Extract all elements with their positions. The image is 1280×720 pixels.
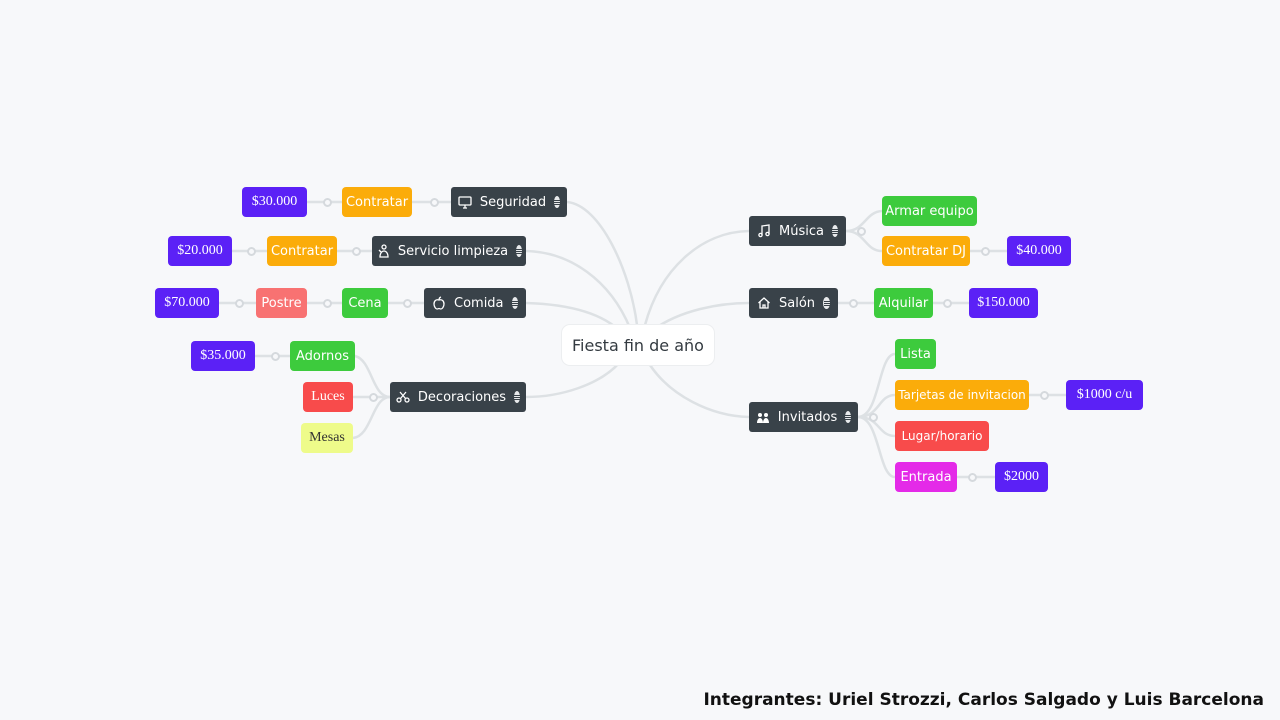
topic-label: Decoraciones [417, 389, 507, 405]
root-topic-label: Fiesta fin de año [572, 335, 704, 355]
subtopic-label: Lista [900, 346, 931, 362]
subtopic-label: Lugar/horario [901, 429, 983, 443]
connector-dot[interactable] [369, 393, 378, 402]
subtopic-price[interactable]: $30.000 [242, 187, 307, 217]
subtopic-label: Adornos [296, 348, 349, 364]
topic-musica[interactable]: Música [749, 216, 846, 246]
subtopic-label: Mesas [309, 430, 345, 445]
subtopic-label: Tarjetas de invitacion [898, 388, 1026, 402]
topic-salon[interactable]: Salón [749, 288, 838, 318]
note-icon[interactable] [845, 411, 852, 423]
subtopic-tarjetas[interactable]: Tarjetas de invitacion [895, 380, 1029, 410]
connector-dot[interactable] [235, 299, 244, 308]
topic-label: Servicio limpieza [397, 243, 509, 259]
home-icon [757, 296, 771, 310]
scissors-icon [396, 390, 410, 404]
connector-dot[interactable] [323, 299, 332, 308]
connector-dot[interactable] [323, 198, 332, 207]
subtopic-entrada[interactable]: Entrada [895, 462, 957, 492]
subtopic-label: $35.000 [200, 348, 246, 363]
subtopic-label: $20.000 [177, 243, 223, 258]
note-icon[interactable] [516, 245, 523, 257]
subtopic-label: Armar equipo [885, 203, 974, 219]
subtopic-price[interactable]: $40.000 [1007, 236, 1071, 266]
subtopic-label: Entrada [900, 469, 952, 485]
subtopic-lista[interactable]: Lista [895, 339, 936, 369]
subtopic-label: Luces [311, 389, 345, 404]
note-icon[interactable] [554, 196, 561, 208]
subtopic-label: Contratar [345, 194, 409, 210]
subtopic-luces[interactable]: Luces [303, 382, 353, 412]
subtopic-adornos[interactable]: Adornos [290, 341, 355, 371]
subtopic-mesas[interactable]: Mesas [301, 423, 353, 453]
subtopic-price[interactable]: $2000 [995, 462, 1048, 492]
note-icon[interactable] [514, 391, 521, 403]
subtopic-alquilar[interactable]: Alquilar [874, 288, 933, 318]
topic-invitados[interactable]: Invitados [749, 402, 858, 432]
subtopic-postre[interactable]: Postre [256, 288, 307, 318]
connector-dot[interactable] [403, 299, 412, 308]
people-icon [756, 410, 770, 424]
connector-dot[interactable] [430, 198, 439, 207]
connector-dot[interactable] [352, 247, 361, 256]
connector-dot[interactable] [943, 299, 952, 308]
subtopic-armar-equipo[interactable]: Armar equipo [882, 196, 977, 226]
subtopic-price[interactable]: $1000 c/u [1066, 380, 1143, 410]
subtopic-label: $150.000 [977, 295, 1030, 310]
subtopic-label: $30.000 [251, 194, 298, 209]
connector-dot[interactable] [869, 413, 878, 422]
link-root-seguridad [565, 200, 639, 327]
subtopic-contratar[interactable]: Contratar [342, 187, 412, 217]
connector-dot[interactable] [968, 473, 977, 482]
connector-dot[interactable] [1040, 391, 1049, 400]
root-topic[interactable]: Fiesta fin de año [562, 325, 714, 365]
subtopic-contratar-dj[interactable]: Contratar DJ [882, 236, 970, 266]
subtopic-price[interactable]: $35.000 [191, 341, 255, 371]
subtopic-cena[interactable]: Cena [342, 288, 388, 318]
connector-dot[interactable] [247, 247, 256, 256]
connector-dot[interactable] [271, 352, 280, 361]
apple-icon [432, 296, 446, 310]
topic-decoraciones[interactable]: Decoraciones [390, 382, 526, 412]
subtopic-label: $40.000 [1016, 243, 1062, 258]
topic-label: Seguridad [479, 194, 547, 210]
subtopic-label: $2000 [1004, 469, 1039, 484]
subtopic-label: Postre [261, 295, 302, 311]
subtopic-price[interactable]: $20.000 [168, 236, 232, 266]
link-root-decoraciones [524, 360, 622, 399]
topic-label: Invitados [777, 409, 838, 425]
subtopic-label: Contratar [270, 243, 334, 259]
connector-dot[interactable] [981, 247, 990, 256]
subtopic-lugar-horario[interactable]: Lugar/horario [895, 421, 989, 451]
topic-comida[interactable]: Comida [424, 288, 526, 318]
subtopic-label: $1000 c/u [1076, 387, 1133, 402]
connector-dot[interactable] [857, 227, 866, 236]
link-root-salon [651, 301, 751, 332]
link-root-limpieza [524, 249, 632, 330]
topic-label: Comida [454, 295, 504, 311]
subtopic-label: Cena [348, 295, 382, 311]
cleaning-icon [376, 244, 390, 258]
link-root-musica [643, 229, 751, 327]
subtopic-label: Alquilar [878, 295, 929, 311]
note-icon[interactable] [511, 297, 518, 309]
note-icon[interactable] [823, 297, 830, 309]
topic-servicio-limpieza[interactable]: Servicio limpieza [372, 236, 526, 266]
subtopic-label: $70.000 [164, 295, 210, 310]
topic-label: Salón [779, 295, 816, 311]
subtopic-label: Contratar DJ [885, 243, 967, 259]
topic-label: Música [779, 223, 824, 239]
subtopic-price[interactable]: $150.000 [969, 288, 1038, 318]
note-icon[interactable] [831, 225, 838, 237]
credits-caption: Integrantes: Uriel Strozzi, Carlos Salga… [703, 690, 1264, 710]
topic-seguridad[interactable]: Seguridad [451, 187, 567, 217]
link-root-invitados [648, 363, 751, 419]
subtopic-price[interactable]: $70.000 [155, 288, 219, 318]
connector-dot[interactable] [849, 299, 858, 308]
subtopic-contratar[interactable]: Contratar [267, 236, 337, 266]
music-note-icon [757, 224, 771, 238]
monitor-icon [458, 195, 472, 209]
